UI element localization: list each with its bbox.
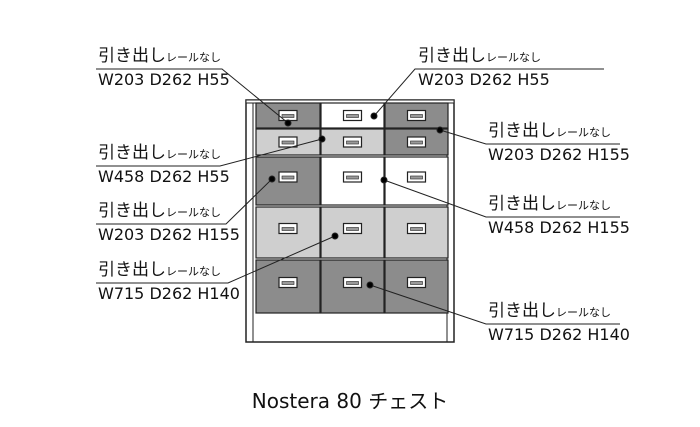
drawer-grip-1-1 [346, 140, 359, 145]
leader-line-3 [439, 129, 620, 145]
label-sub: レールなし [556, 126, 611, 139]
leader-dot-3 [436, 126, 444, 134]
label-sub: レールなし [556, 306, 611, 319]
leader-dot-5 [380, 176, 388, 184]
leader-line-0 [96, 68, 289, 124]
label-dims: W458 D262 H55 [98, 167, 230, 186]
label-main: 引き出し [98, 46, 166, 66]
drawer-label-mid-left: 引き出しレールなし W458 D262 H55 [98, 145, 230, 185]
leader-line-2 [96, 138, 323, 167]
leader-dot-4 [268, 175, 276, 183]
drawer-grip-0-0 [281, 114, 295, 118]
label-main: 引き出し [488, 301, 556, 321]
drawer-label-left-3: 引き出しレールなし W203 D262 H155 [98, 203, 240, 243]
drawer-grip-2-2 [410, 175, 423, 180]
leader-line-6 [96, 235, 336, 284]
drawer-grip-3-0 [281, 227, 295, 231]
drawer-label-right-3: 引き出しレールなし W458 D262 H155 [488, 196, 630, 236]
label-sub: レールなし [166, 51, 221, 64]
leader-dot-6 [331, 232, 339, 240]
label-main: 引き出し [98, 143, 166, 163]
leader-line-4 [96, 178, 273, 225]
label-dims: W458 D262 H155 [488, 218, 630, 237]
drawer-label-top-right: 引き出しレールなし W203 D262 H55 [418, 48, 550, 88]
drawer-grip-2-0 [281, 175, 295, 180]
leader-dot-1 [370, 112, 378, 120]
label-dims: W203 D262 H55 [98, 70, 230, 89]
leader-line-7 [369, 284, 620, 325]
drawer-grip-2-1 [346, 175, 359, 180]
leader-line-5 [383, 179, 620, 218]
label-sub: レールなし [166, 265, 221, 278]
leader-dot-2 [318, 135, 326, 143]
drawer-label-right-4: 引き出しレールなし W715 D262 H140 [488, 303, 630, 343]
drawer-label-left-4: 引き出しレールなし W715 D262 H140 [98, 262, 240, 302]
label-dims: W715 D262 H140 [488, 325, 630, 344]
leader-dot-7 [366, 281, 374, 289]
drawer-label-top-left: 引き出しレールなし W203 D262 H55 [98, 48, 230, 88]
leader-dot-0 [284, 119, 292, 127]
label-sub: レールなし [166, 148, 221, 161]
leader-line-1 [373, 68, 604, 117]
drawer-grip-3-1 [346, 227, 359, 231]
drawer-label-mid-right: 引き出しレールなし W203 D262 H155 [488, 123, 630, 163]
label-dims: W203 D262 H55 [418, 70, 550, 89]
drawer-grip-0-2 [410, 114, 423, 118]
label-main: 引き出し [98, 201, 166, 221]
drawer-grip-4-0 [281, 281, 295, 285]
drawer-grip-0-1 [346, 114, 359, 118]
label-main: 引き出し [488, 194, 556, 214]
drawer-grip-1-2 [410, 140, 423, 145]
label-dims: W715 D262 H140 [98, 284, 240, 303]
label-dims: W203 D262 H155 [98, 225, 240, 244]
drawer-grip-4-1 [346, 281, 359, 285]
drawer-grip-4-2 [410, 281, 423, 285]
label-sub: レールなし [556, 199, 611, 212]
label-dims: W203 D262 H155 [488, 145, 630, 164]
label-sub: レールなし [166, 206, 221, 219]
label-main: 引き出し [418, 46, 486, 66]
drawer-grip-3-2 [410, 227, 423, 231]
label-sub: レールなし [486, 51, 541, 64]
label-main: 引き出し [98, 260, 166, 280]
label-main: 引き出し [488, 121, 556, 141]
drawer-grip-1-0 [281, 140, 295, 145]
diagram-title: Nostera 80 チェスト [251, 389, 449, 413]
